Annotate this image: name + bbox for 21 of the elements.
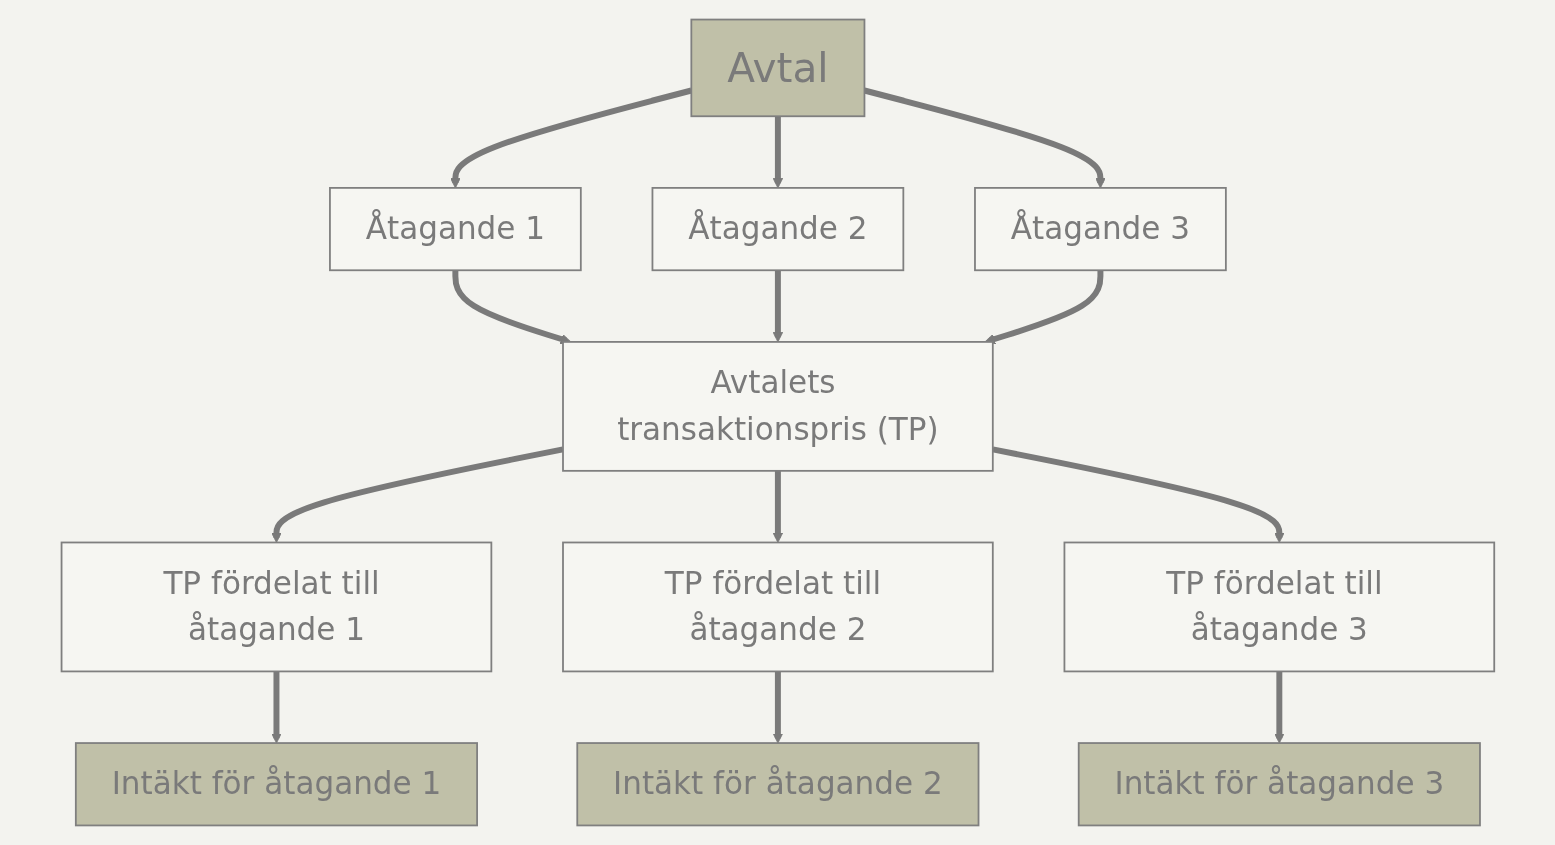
arrow: [772, 116, 783, 189]
node-box: Intäkt för åtagande 3: [1077, 742, 1481, 827]
node-box: Åtagande 2: [651, 187, 904, 272]
arrow: [449, 87, 692, 189]
arrow: [452, 270, 571, 345]
node-box: Avtalets transaktionspris (TP): [561, 341, 994, 472]
node-box: TP fördelat till åtagande 1: [60, 541, 492, 673]
node-box: Åtagande 1: [328, 187, 582, 272]
arrow: [772, 470, 783, 543]
arrow: [1273, 671, 1285, 744]
arrow: [772, 270, 783, 343]
node-box: Intäkt för åtagande 1: [74, 742, 478, 827]
node-box: TP fördelat till åtagande 2: [561, 541, 994, 673]
arrow: [984, 270, 1103, 345]
node-box: Avtal: [690, 18, 865, 118]
arrow: [863, 87, 1106, 189]
arrow: [270, 671, 282, 744]
arrow: [772, 671, 783, 744]
node-box: Intäkt för åtagande 2: [575, 742, 979, 827]
node-box: TP fördelat till åtagande 3: [1063, 541, 1495, 673]
node-box: Åtagande 3: [973, 187, 1227, 272]
